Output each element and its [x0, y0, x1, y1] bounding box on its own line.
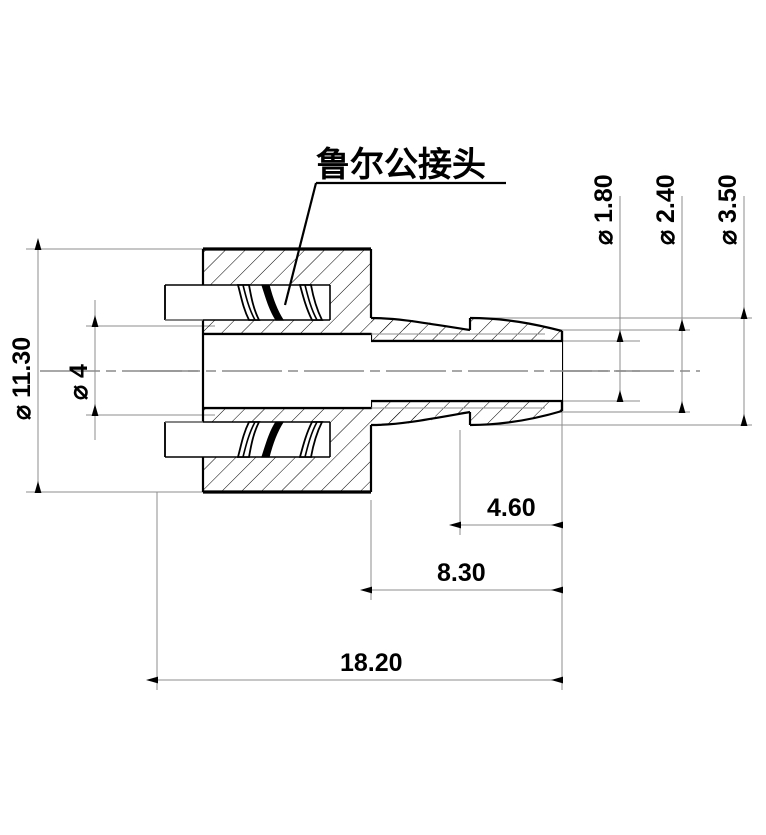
callout-title: 鲁尔公接头 — [316, 145, 486, 185]
dimension-od-flange: ⌀ 11.30 — [8, 238, 42, 493]
dimension-bore-inner: ⌀ 4 — [65, 315, 99, 416]
callout-group: 鲁尔公接头 — [283, 145, 506, 306]
dimension-barb-od-max: ⌀ 3.50 — [714, 174, 748, 426]
dimension-barb-bore: ⌀ 1.80 — [590, 174, 624, 402]
dim-label-barb-od-tip: ⌀ 2.40 — [652, 174, 680, 245]
dim-label-bore-inner: ⌀ 4 — [65, 364, 93, 400]
dim-label-barb-bore: ⌀ 1.80 — [590, 174, 618, 245]
dim-label-barb-length: 4.60 — [487, 494, 536, 522]
thread-profile-upper — [164, 284, 331, 321]
thread-profile-lower — [164, 421, 331, 458]
dimension-barb-od-tip: ⌀ 2.40 — [652, 174, 686, 413]
extension-lines — [26, 196, 752, 690]
dim-label-shaft-length: 8.30 — [437, 559, 486, 587]
dim-label-total-length: 18.20 — [340, 649, 403, 677]
dimension-total-length: 18.20 — [146, 649, 563, 684]
callout-leader-line — [283, 182, 318, 306]
dimension-barb-length: 4.60 — [449, 494, 563, 529]
dim-label-od-flange: ⌀ 11.30 — [8, 337, 36, 420]
part-cross-section — [140, 247, 640, 494]
dim-label-barb-od-max: ⌀ 3.50 — [714, 174, 742, 245]
dimension-shaft-length: 8.30 — [360, 559, 563, 594]
